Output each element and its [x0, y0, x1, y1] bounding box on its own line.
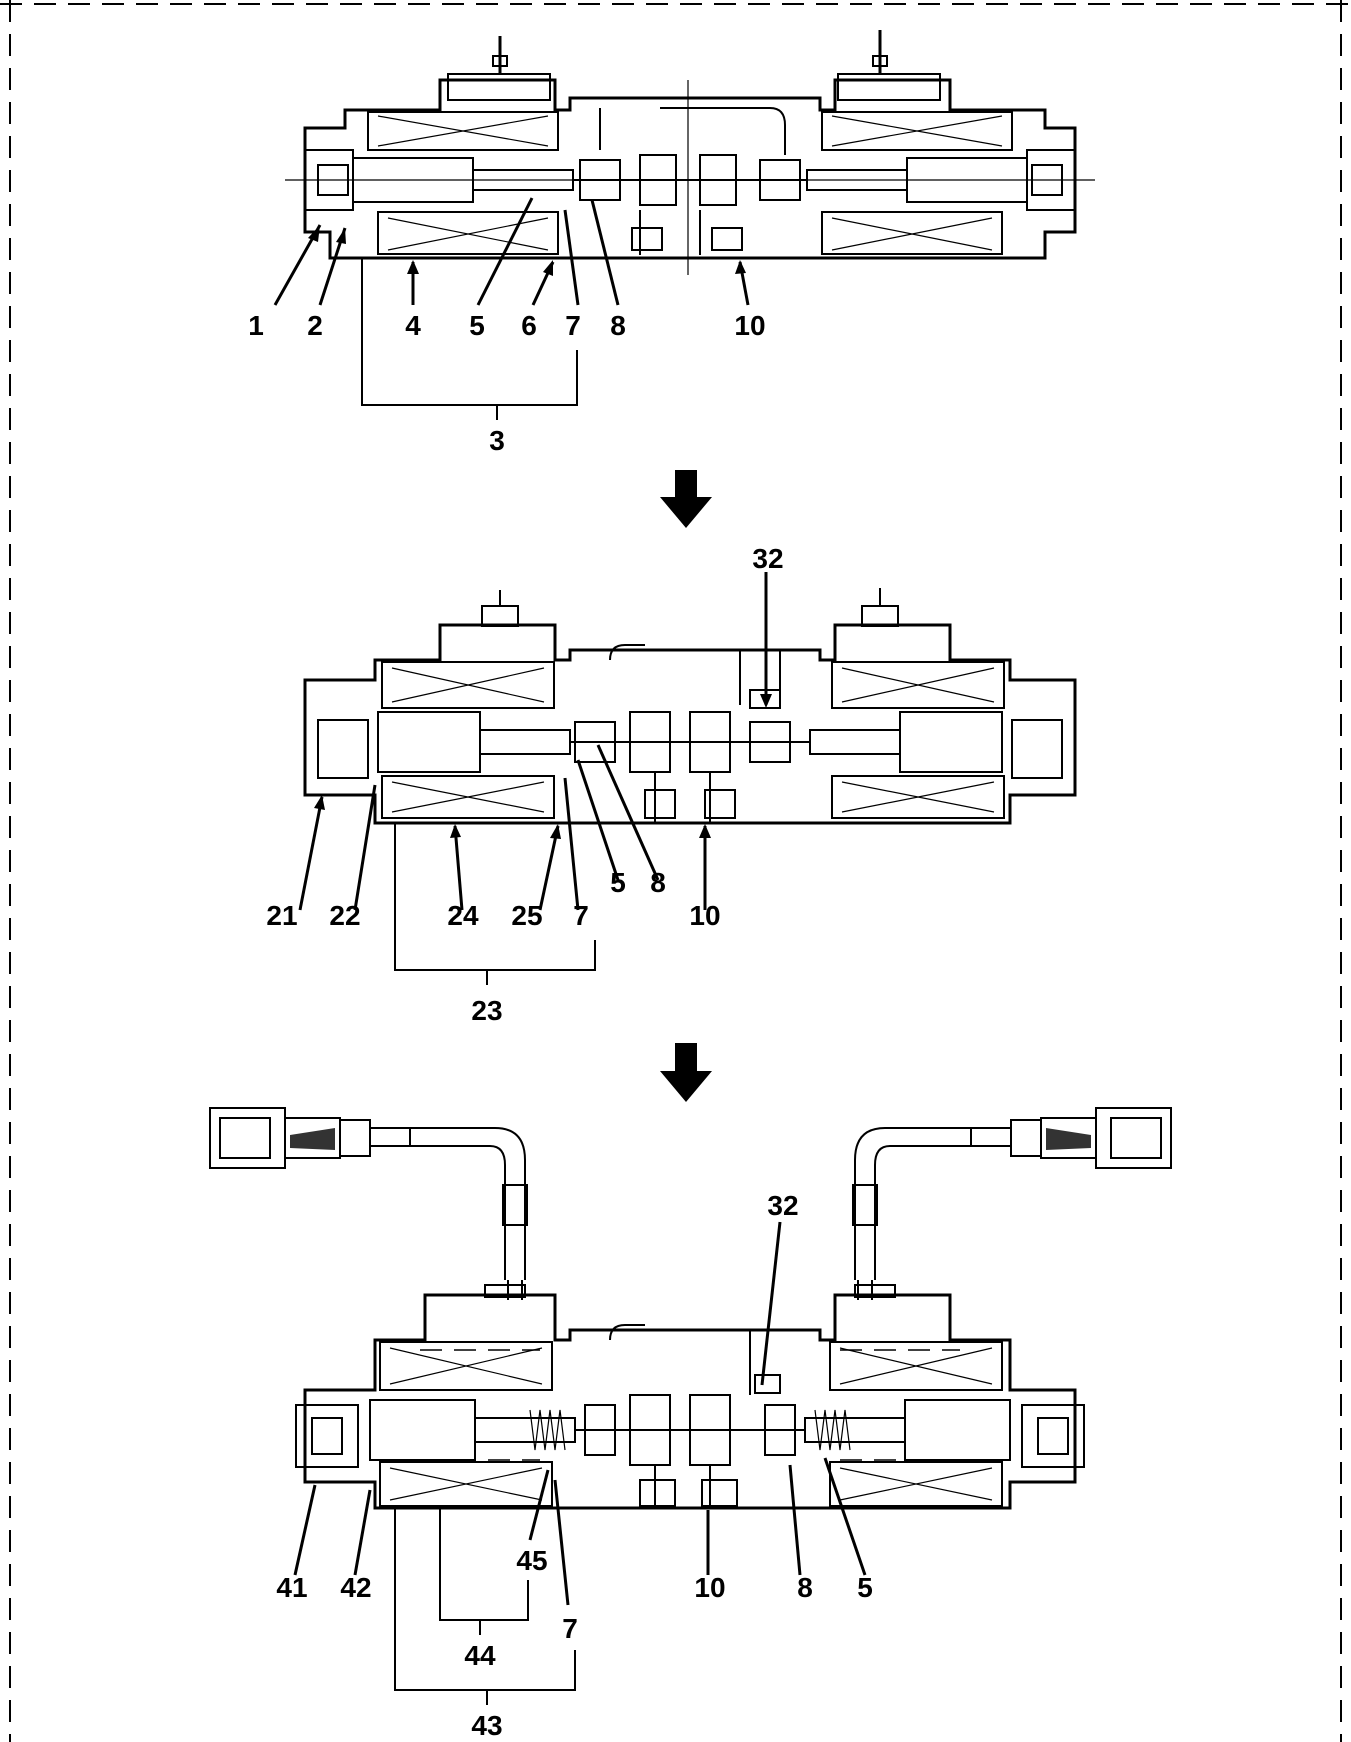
valve-diagram-top	[285, 30, 1095, 275]
callout-5: 5	[610, 867, 626, 898]
callout-10: 10	[694, 1572, 725, 1603]
callout-10: 10	[689, 900, 720, 931]
valve-diagram-middle	[303, 588, 1077, 825]
down-arrow-1	[660, 470, 712, 528]
bottom-callout-labels: 32 41 42 45 10 8 5 7 44 43	[276, 1190, 872, 1741]
callout-23: 23	[471, 995, 502, 1026]
callout-42: 42	[340, 1572, 371, 1603]
callout-25: 25	[511, 900, 542, 931]
callout-6: 6	[521, 310, 537, 341]
callout-8: 8	[650, 867, 666, 898]
callout-7: 7	[573, 900, 589, 931]
callout-4: 4	[405, 310, 421, 341]
callout-3: 3	[489, 425, 505, 456]
callout-2: 2	[307, 310, 323, 341]
callout-8: 8	[797, 1572, 813, 1603]
top-leader-lines	[273, 197, 750, 420]
callout-41: 41	[276, 1572, 307, 1603]
callout-5: 5	[857, 1572, 873, 1603]
callout-32: 32	[752, 543, 783, 574]
top-callout-labels: 1 2 4 5 6 7 8 10 3	[248, 310, 765, 456]
callout-24: 24	[447, 900, 479, 931]
down-arrow-2	[660, 1043, 712, 1102]
callout-8: 8	[610, 310, 626, 341]
callout-7: 7	[565, 310, 581, 341]
callout-21: 21	[266, 900, 297, 931]
callout-10: 10	[734, 310, 765, 341]
callout-44: 44	[464, 1640, 496, 1671]
middle-leader-lines	[298, 572, 772, 985]
callout-32: 32	[767, 1190, 798, 1221]
middle-callout-labels: 32 21 22 24 25 7 5 8 10 23	[266, 543, 783, 1026]
callout-7: 7	[562, 1613, 578, 1644]
valve-diagram-bottom	[209, 1107, 1172, 1510]
callout-22: 22	[329, 900, 360, 931]
callout-5: 5	[469, 310, 485, 341]
callout-43: 43	[471, 1710, 502, 1741]
callout-45: 45	[516, 1545, 547, 1576]
bottom-leader-lines	[293, 1221, 867, 1705]
callout-1: 1	[248, 310, 264, 341]
